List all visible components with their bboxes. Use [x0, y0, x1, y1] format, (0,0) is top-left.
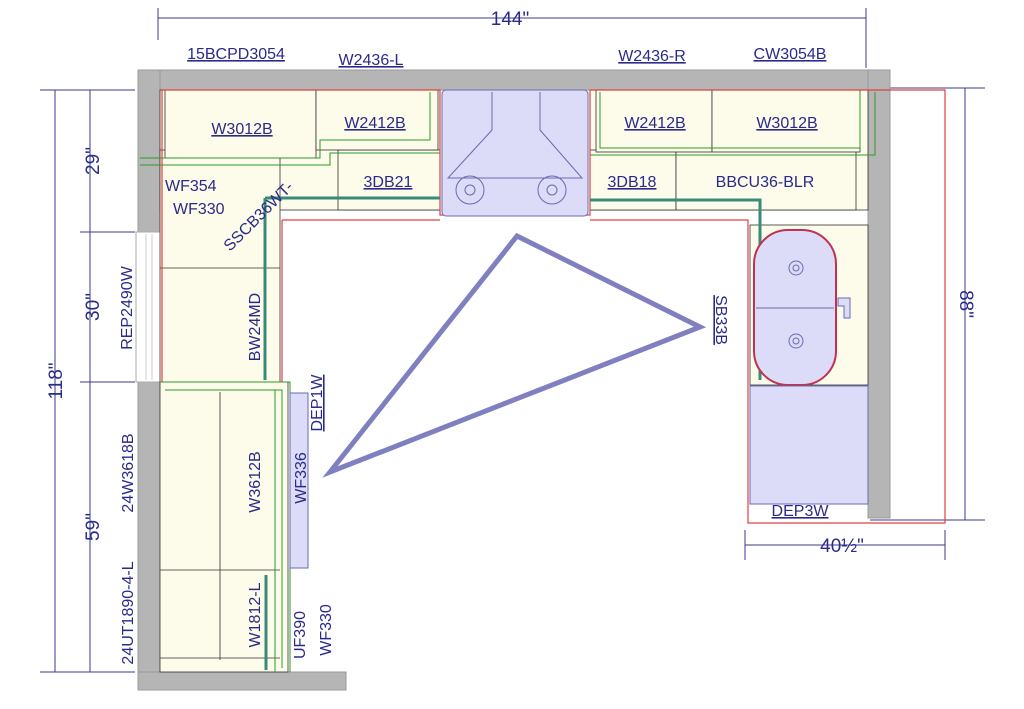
label-sb33b[interactable]: SB33B	[712, 295, 729, 345]
upper-cabinets	[140, 89, 876, 672]
sink	[753, 229, 851, 386]
dishwasher-dep1w	[289, 392, 309, 569]
dimension-left-seg1: 29"	[83, 147, 104, 175]
label-24w3618b[interactable]: 24W3618B	[120, 433, 137, 512]
label-3db18[interactable]: 3DB18	[608, 174, 657, 191]
label-15bcpd3054[interactable]: 15BCPD3054	[187, 46, 285, 63]
dimension-left-seg2: 30"	[83, 293, 104, 321]
label-w1812-l[interactable]: W1812-L	[247, 582, 264, 647]
label-w2412b-left[interactable]: W2412B	[344, 115, 405, 132]
label-wf330-top[interactable]: WF330	[173, 201, 225, 218]
label-rep2490w[interactable]: REP2490W	[119, 265, 136, 349]
label-bw24md[interactable]: BW24MD	[247, 293, 264, 361]
label-w3612b[interactable]: W3612B	[247, 451, 264, 512]
dimension-right-height: 88"	[955, 290, 976, 318]
label-wf336[interactable]: WF336	[293, 452, 310, 504]
walls	[135, 69, 891, 691]
label-wf330-bottom[interactable]: WF330	[318, 604, 335, 656]
label-w2412b-right[interactable]: W2412B	[624, 115, 685, 132]
label-w3012b-left[interactable]: W3012B	[211, 121, 272, 138]
burner-icon	[537, 175, 567, 205]
label-24ut1890-4-l[interactable]: 24UT1890-4-L	[120, 561, 137, 664]
faucet-icon	[837, 297, 851, 319]
dimension-left-total: 118"	[46, 362, 67, 399]
label-wf354[interactable]: WF354	[165, 178, 217, 195]
label-cw3054b[interactable]: CW3054B	[754, 46, 827, 63]
burner-icon	[455, 175, 485, 205]
label-dep3w[interactable]: DEP3W	[772, 503, 830, 520]
label-bbcu36-blr[interactable]: BBCU36-BLR	[716, 174, 815, 191]
label-w2436-r[interactable]: W2436-R	[618, 48, 686, 65]
dimension-left-seg3: 59"	[83, 513, 104, 541]
dishwasher-dep3w	[749, 385, 869, 505]
label-w3012b-right[interactable]: W3012B	[756, 115, 817, 132]
dimension-top-width: 144"	[491, 9, 529, 30]
label-3db21[interactable]: 3DB21	[364, 174, 413, 191]
dimension-bottom-width: 40½"	[820, 536, 864, 557]
work-triangle	[322, 232, 707, 478]
label-w2436-l[interactable]: W2436-L	[339, 52, 404, 69]
window	[135, 231, 163, 383]
label-dep1w[interactable]: DEP1W	[309, 374, 326, 432]
range-hood	[441, 89, 589, 217]
label-uf390[interactable]: UF390	[292, 611, 309, 659]
